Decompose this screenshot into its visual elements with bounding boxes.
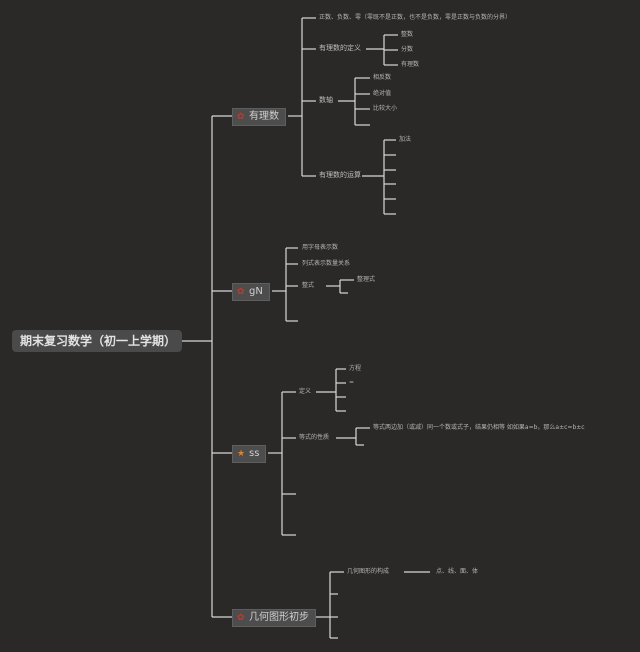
subtopic-point-line-plane-solid[interactable]: 点、线、面、体 [436, 568, 479, 575]
subtopic-organize[interactable]: 整理式 [357, 276, 376, 283]
subtopic-integer[interactable]: 整数 [401, 31, 414, 38]
branch-equations[interactable]: ★ss [232, 445, 267, 463]
subtopic-absolute[interactable]: 绝对值 [373, 90, 392, 97]
topic-rational-definition[interactable]: 有理数的定义 [319, 44, 361, 52]
branch-geometry[interactable]: ✿ 几何图形初步 [232, 609, 316, 627]
flower-icon: ✿ [237, 287, 245, 297]
branch-expressions[interactable]: ✿ gN [232, 283, 270, 301]
star-icon: ★ [237, 449, 246, 459]
branch-label: 几何图形初步 [249, 612, 309, 623]
topic-positive-negative-zero[interactable]: 正数、负数、零（零既不是正数，也不是负数，零是正数与负数的分界） [319, 14, 512, 21]
topic-equality-properties[interactable]: 等式的性质 [299, 434, 330, 441]
subtopic-rational[interactable]: 有理数 [401, 61, 420, 68]
branch-label: 有理数 [249, 111, 279, 122]
branch-label: gN [249, 286, 263, 297]
subtopic-equation[interactable]: 方程 [349, 365, 362, 372]
subtopic-fraction[interactable]: 分数 [401, 46, 414, 53]
subtopic-property-rule[interactable]: 等式两边加（或减）同一个数或式子，结果仍相等 如如果a=b，那么a±c=b±c [373, 424, 585, 431]
subtopic-compare[interactable]: 比较大小 [373, 105, 398, 112]
topic-quantity-relation[interactable]: 列式表示数量关系 [302, 260, 351, 267]
subtopic-addition[interactable]: 加法 [399, 136, 412, 143]
branch-rational-numbers[interactable]: ✿ 有理数 [232, 108, 286, 126]
flower-icon: ✿ [237, 112, 245, 122]
branch-label: ss [249, 448, 260, 459]
topic-letters-as-numbers[interactable]: 用字母表示数 [302, 244, 339, 251]
flower-icon: ✿ [237, 613, 245, 623]
root-topic[interactable]: 期末复习数学（初一上学期） [12, 330, 182, 352]
topic-rational-operations[interactable]: 有理数的运算 [319, 171, 361, 179]
subtopic-opposite[interactable]: 相反数 [373, 74, 392, 81]
topic-number-line[interactable]: 数轴 [319, 96, 333, 104]
topic-polynomial[interactable]: 整式 [302, 282, 315, 289]
topic-definition[interactable]: 定义 [299, 388, 312, 395]
topic-geometry-composition[interactable]: 几何图形的构成 [347, 568, 390, 575]
subtopic-equals[interactable]: = [349, 379, 355, 386]
